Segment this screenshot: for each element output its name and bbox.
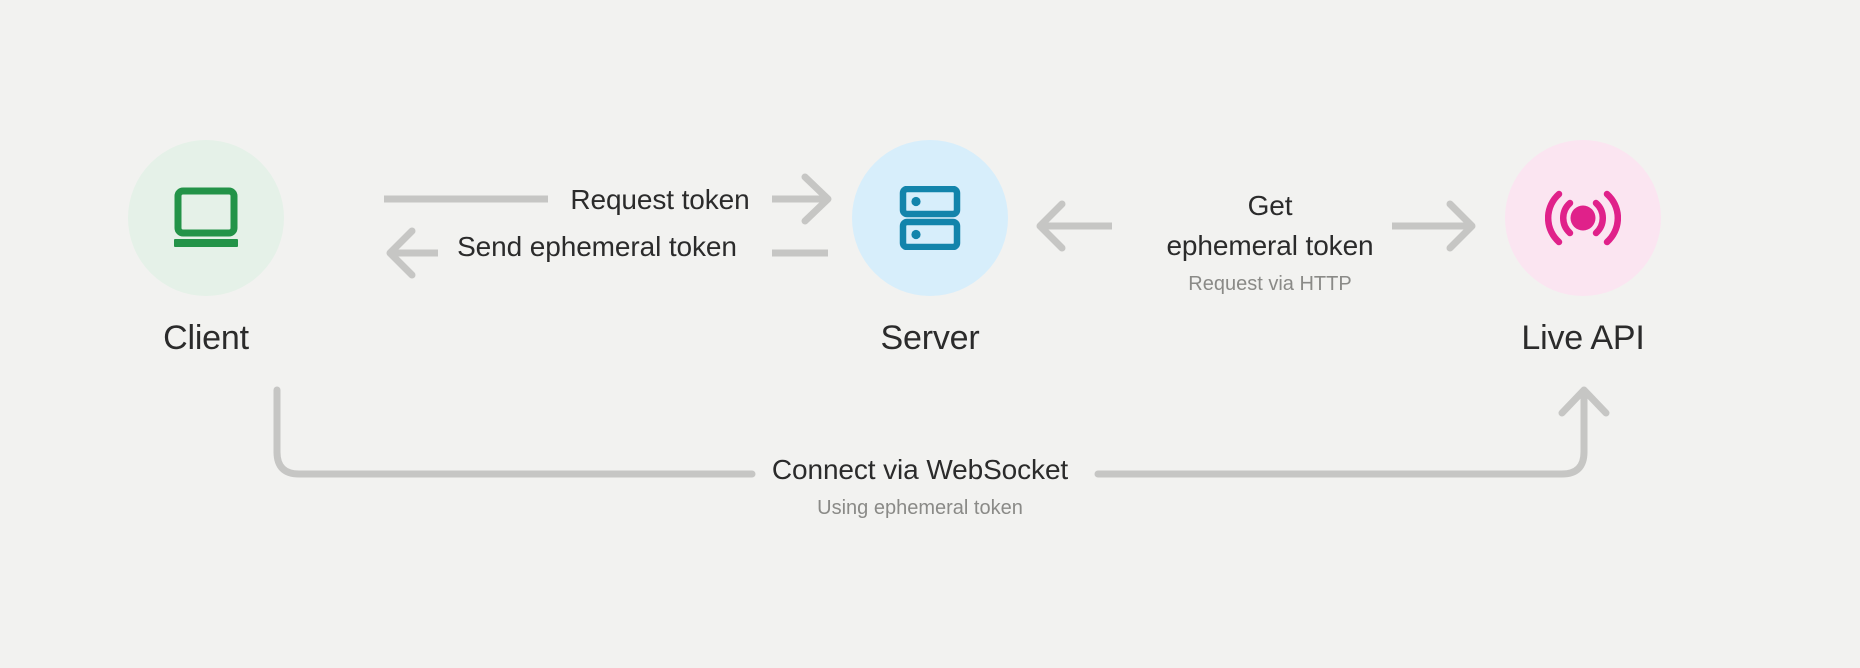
edge-label-get-ephemeral-token-sublabel: Request via HTTP bbox=[1188, 273, 1352, 295]
edge-label-get-ephemeral-token-line1: Get bbox=[1247, 190, 1293, 221]
node-live-api[interactable]: Live API bbox=[1463, 140, 1703, 358]
edge-label-send-ephemeral-token-title: Send ephemeral token bbox=[457, 231, 737, 262]
edge-label-request-token: Request token bbox=[545, 180, 775, 220]
edge-label-send-ephemeral-token: Send ephemeral token bbox=[432, 227, 762, 267]
edge-label-get-ephemeral-token: Get ephemeral token Request via HTTP bbox=[1155, 186, 1385, 298]
edge-label-connect-websocket-sublabel: Using ephemeral token bbox=[817, 497, 1023, 519]
node-live-api-circle bbox=[1505, 140, 1661, 296]
edge-label-connect-websocket-title: Connect via WebSocket bbox=[771, 454, 1069, 485]
node-server-circle bbox=[852, 140, 1008, 296]
server-rack-icon bbox=[899, 186, 961, 250]
edge-label-get-ephemeral-token-line2: ephemeral token bbox=[1166, 230, 1374, 261]
node-server[interactable]: Server bbox=[810, 140, 1050, 358]
edge-label-connect-websocket: Connect via WebSocket Using ephemeral to… bbox=[740, 450, 1100, 522]
node-client[interactable]: Client bbox=[86, 140, 326, 358]
edge-label-request-token-title: Request token bbox=[570, 184, 750, 215]
laptop-icon bbox=[174, 187, 238, 247]
node-client-circle bbox=[128, 140, 284, 296]
node-client-label: Client bbox=[163, 319, 249, 357]
broadcast-signal-icon bbox=[1545, 190, 1621, 246]
node-server-label: Server bbox=[880, 319, 980, 357]
node-live-api-label: Live API bbox=[1521, 319, 1645, 357]
